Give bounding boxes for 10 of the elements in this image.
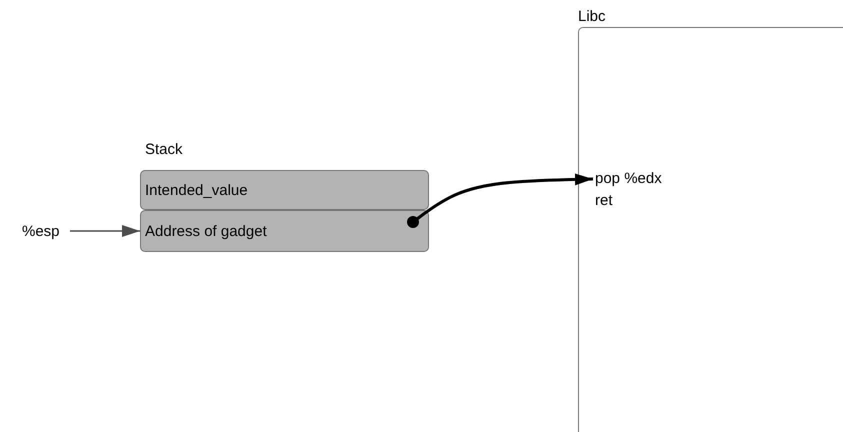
arrow — [407, 173, 594, 228]
register-label: %esp — [22, 222, 61, 242]
region-heading: Libc — [578, 8, 606, 26]
stack-heading: Stack — [145, 141, 183, 158]
stack-slot — [140, 170, 429, 210]
arrow — [70, 225, 140, 237]
instruction-text: pop %edx ret — [595, 169, 663, 211]
stack-slot — [140, 210, 429, 252]
slot-text: Intended_value — [145, 182, 248, 198]
slot-text: Address of gadget — [145, 222, 267, 240]
